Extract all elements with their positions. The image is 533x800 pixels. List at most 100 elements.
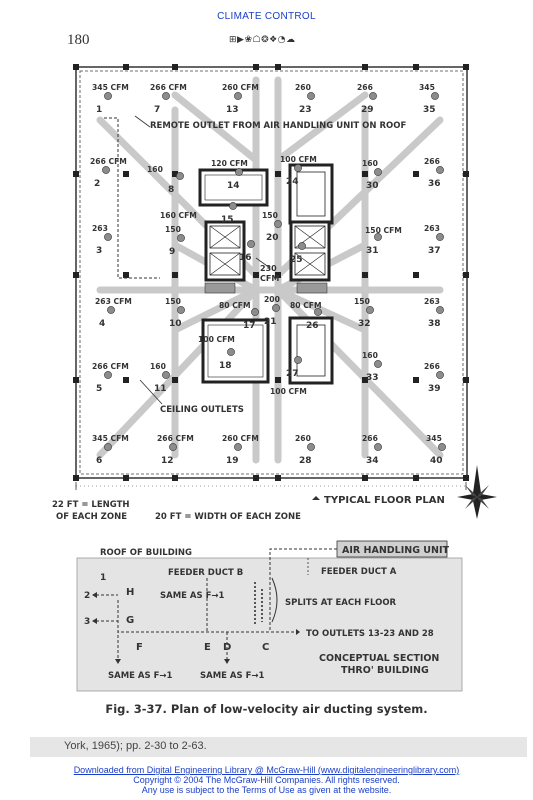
outlet-number-27: 27 — [286, 369, 299, 379]
column — [123, 377, 129, 383]
outlet-number-8: 8 — [168, 185, 174, 195]
outlet-number-18: 18 — [219, 361, 232, 371]
center-cfm-unit: CFM — [260, 274, 279, 283]
section-label-3: 3 — [84, 617, 90, 627]
feeder-duct-a-label: FEEDER DUCT A — [321, 567, 397, 577]
outlet-dot-4 — [107, 306, 115, 314]
outlet-cfm-38: 263 — [424, 297, 440, 306]
outlet-dot-11 — [162, 371, 170, 379]
outlet-number-11: 11 — [154, 384, 167, 394]
outlet-cfm-12: 266 CFM — [157, 434, 194, 443]
shaft-west — [204, 282, 236, 294]
outlet-number-29: 29 — [361, 105, 374, 115]
outlet-dot-35 — [431, 92, 439, 100]
outlet-cfm-36: 266 — [424, 157, 440, 166]
outlet-dot-14 — [235, 168, 243, 176]
outlet-cfm-39: 266 — [424, 362, 440, 371]
outlet-dot-16 — [247, 240, 255, 248]
footer-download-link[interactable]: Downloaded from Digital Engineering Libr… — [73, 765, 460, 775]
outlet-dot-18 — [227, 348, 235, 356]
column — [275, 171, 281, 177]
column — [362, 475, 368, 481]
center-cfm-leader — [255, 257, 271, 269]
stair-room-north-east — [288, 163, 334, 225]
outlet-dot-13 — [234, 92, 242, 100]
outlet-dot-40 — [438, 443, 446, 451]
outlet-number-16: 16 — [239, 253, 252, 263]
section-label-1: 1 — [100, 573, 106, 583]
ceiling-outlets-label: CEILING OUTLETS — [160, 405, 244, 415]
outlet-cfm-6: 345 CFM — [92, 434, 129, 443]
reference-bar — [30, 737, 527, 757]
outlet-dot-33 — [374, 360, 382, 368]
outlet-number-28: 28 — [299, 456, 312, 466]
outlet-dot-21 — [272, 304, 280, 312]
column — [275, 272, 281, 278]
outlet-dot-6 — [104, 443, 112, 451]
column — [463, 64, 469, 70]
column — [275, 64, 281, 70]
section-label-e: E — [204, 642, 211, 653]
duct-segment — [274, 286, 369, 334]
outlet-number-37: 37 — [428, 246, 441, 256]
outlet-cfm-30: 160 — [362, 159, 378, 168]
outlet-dot-7 — [162, 92, 170, 100]
duct-segment — [274, 91, 369, 164]
footer-terms: Any use is subject to the Terms of Use a… — [141, 785, 392, 795]
outlet-dot-39 — [436, 371, 444, 379]
running-header: CLIMATE CONTROL — [217, 11, 316, 22]
column — [413, 64, 419, 70]
column — [73, 272, 79, 278]
column — [123, 171, 129, 177]
outlet-cfm-10: 150 — [165, 297, 181, 306]
outlet-number-32: 32 — [358, 319, 371, 329]
column — [275, 377, 281, 383]
column — [172, 171, 178, 177]
outlet-number-17: 17 — [243, 321, 256, 331]
outlet-cfm-19: 260 CFM — [222, 434, 259, 443]
outlet-cfm-24: 100 CFM — [280, 155, 317, 164]
outlet-cfm-5: 266 CFM — [92, 362, 129, 371]
outlet-dot-28 — [307, 443, 315, 451]
outlet-cfm-3: 263 — [92, 224, 108, 233]
outlet-number-25: 25 — [290, 255, 303, 265]
outlet-cfm-37: 263 — [424, 224, 440, 233]
conceptual-section: AIR HANDLING UNIT ROOF OF BUILDING FEEDE… — [76, 540, 463, 692]
outlet-cfm-13: 260 CFM — [222, 83, 259, 92]
outlet-number-20: 20 — [266, 233, 279, 243]
outlet-number-30: 30 — [366, 181, 379, 191]
column — [172, 377, 178, 383]
column — [253, 475, 259, 481]
outlet-dot-23 — [307, 92, 315, 100]
same-as-label-2: SAME AS F→1 — [108, 671, 173, 681]
column — [73, 475, 79, 481]
outlet-number-2: 2 — [94, 179, 100, 189]
section-label-g: G — [126, 615, 134, 626]
outlet-number-26: 26 — [306, 321, 319, 331]
zone-length-line1: 22 FT = LENGTH — [52, 500, 130, 510]
column — [362, 377, 368, 383]
outlet-number-10: 10 — [169, 319, 182, 329]
shaft-east — [296, 282, 328, 294]
outlet-cfm-29: 266 — [357, 83, 373, 92]
column — [362, 272, 368, 278]
zone-length-line2: OF EACH ZONE — [56, 512, 127, 522]
center-cfm-value: 230 — [260, 264, 277, 273]
outlet-number-39: 39 — [428, 384, 441, 394]
outlet-number-34: 34 — [366, 456, 379, 466]
outlet-cfm-33: 160 — [362, 351, 378, 360]
outlet-number-1: 1 — [96, 105, 102, 115]
outlet-number-33: 33 — [366, 373, 379, 383]
outlet-dot-3 — [104, 233, 112, 241]
outlet-dot-30 — [374, 168, 382, 176]
outlet-dot-32 — [366, 306, 374, 314]
outlet-cfm-28: 260 — [295, 434, 311, 443]
stair-room-south-west — [201, 318, 270, 384]
column — [172, 64, 178, 70]
column — [123, 64, 129, 70]
outlet-dot-37 — [436, 233, 444, 241]
outlet-dot-2 — [102, 166, 110, 174]
remote-outlet-arrow — [134, 115, 151, 128]
to-outlets-label: TO OUTLETS 13-23 AND 28 — [306, 629, 434, 639]
